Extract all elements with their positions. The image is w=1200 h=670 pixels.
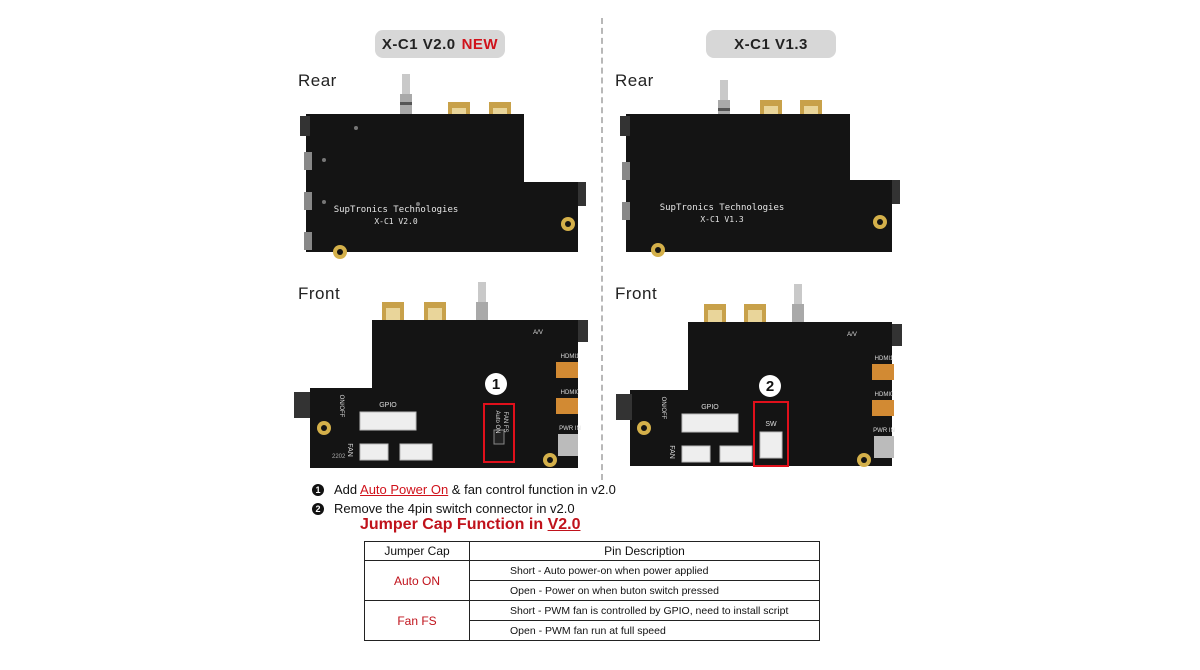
board-model-v2: X-C1 V2.0 bbox=[374, 217, 418, 226]
left-rear-label: Rear bbox=[298, 71, 337, 90]
desc-auto-open: Open - Power on when buton switch presse… bbox=[469, 580, 820, 601]
note-2-text: Remove the 4pin switch connector in v2.0 bbox=[334, 501, 575, 516]
table-row: Open - PWM fan run at full speed bbox=[365, 620, 820, 641]
version-pill-v13: X-C1 V1.3 bbox=[706, 30, 836, 58]
table-row: Open - Power on when buton switch presse… bbox=[365, 580, 820, 601]
highlight-box-switch bbox=[753, 401, 789, 467]
note-2: 2 Remove the 4pin switch connector in v2.… bbox=[312, 501, 575, 516]
board-v2-front: 1 GPIO FAN ON/OFF A/V HDMI1 HDMI0 PWR IN… bbox=[288, 280, 598, 475]
gpio-label: GPIO bbox=[379, 402, 397, 409]
board-v13-front: 2 GPIO FAN ON/OFF A/V HDMI1 HDMI0 PWR IN… bbox=[608, 280, 908, 475]
desc-auto-short: Short - Auto power-on when power applied bbox=[469, 560, 820, 581]
hdmi1-label: HDMI1 bbox=[561, 354, 580, 360]
table-row: Auto ON Short - Auto power-on when power… bbox=[364, 560, 820, 601]
highlight-box-jumper bbox=[483, 403, 515, 463]
av-label: A/V bbox=[533, 330, 543, 336]
hdmi0-label: HDMI0 bbox=[561, 390, 580, 396]
jumper-title-pre: Jumper Cap Function in bbox=[360, 516, 548, 533]
onoff-label: ON/OFF bbox=[338, 395, 344, 418]
board-brand-v2: SupTronics Technologies bbox=[334, 205, 459, 215]
jumper-auto-label: Auto ON bbox=[494, 410, 500, 433]
board-year: 2202 bbox=[332, 454, 346, 460]
desc-fan-short: Short - PWM fan is controlled by GPIO, n… bbox=[469, 600, 820, 621]
cap-auto-on: Auto ON bbox=[364, 560, 470, 601]
note-1-post: & fan control function in v2.0 bbox=[448, 482, 616, 497]
av-label-v13: A/V bbox=[847, 332, 857, 338]
header-pin-description: Pin Description bbox=[469, 541, 820, 561]
jumper-cap-table: Jumper Cap Pin Description Auto ON Short… bbox=[364, 541, 820, 641]
version-label-v2: X-C1 V2.0 bbox=[381, 35, 456, 53]
note-1-highlight: Auto Power On bbox=[360, 482, 449, 497]
note-1-pre: Add bbox=[334, 482, 361, 497]
fan-header bbox=[359, 443, 389, 461]
table-row: Fan FS Short - PWM fan is controlled by … bbox=[364, 600, 820, 641]
onoff-label-v13: ON/OFF bbox=[660, 397, 666, 420]
right-rear-label: Rear bbox=[615, 71, 654, 90]
version-divider bbox=[601, 18, 603, 480]
board-v13-rear: SupTronics Technologies X-C1 V1.3 bbox=[614, 72, 914, 272]
version-pill-v2: X-C1 V2.0 NEW bbox=[375, 30, 505, 58]
hdmi0-label-v13: HDMI0 bbox=[875, 392, 894, 398]
pwr-label: PWR IN bbox=[559, 426, 581, 432]
switch-connector bbox=[759, 431, 783, 459]
jumper-title-version: V2.0 bbox=[547, 516, 581, 533]
note-2-number: 2 bbox=[312, 503, 324, 515]
gpio-label-v13: GPIO bbox=[701, 404, 719, 411]
note-1: 1 Add Auto Power On & fan control functio… bbox=[312, 482, 616, 497]
new-badge: NEW bbox=[461, 35, 499, 53]
jumper-table-title: Jumper Cap Function in V2.0 bbox=[360, 516, 580, 534]
fan-label-v13: FAN bbox=[668, 445, 675, 459]
audio-plug-tip bbox=[402, 74, 410, 96]
note-1-number: 1 bbox=[312, 484, 324, 496]
board-v2-rear: SupTronics Technologies X-C1 V2.0 bbox=[296, 72, 596, 272]
pwr-label-v13: PWR IN bbox=[873, 428, 895, 434]
board-model-v13: X-C1 V1.3 bbox=[700, 215, 744, 224]
version-label-v13: X-C1 V1.3 bbox=[734, 35, 808, 53]
table-header-row: Jumper Cap Pin Description bbox=[364, 541, 820, 561]
fan-label: FAN bbox=[346, 443, 353, 457]
left-front-label: Front bbox=[298, 284, 341, 303]
callout-number-2: 2 bbox=[766, 378, 774, 395]
cap-fan-fs: Fan FS bbox=[364, 600, 470, 641]
desc-fan-open: Open - PWM fan run at full speed bbox=[469, 620, 820, 641]
header-jumper-cap: Jumper Cap bbox=[364, 541, 470, 561]
callout-number-1: 1 bbox=[492, 376, 500, 393]
jumper-fan-label: FAN FS bbox=[502, 411, 508, 432]
board-brand-v13: SupTronics Technologies bbox=[660, 203, 785, 213]
power-button-side bbox=[294, 392, 310, 418]
right-front-label: Front bbox=[615, 284, 658, 303]
gpio-header bbox=[359, 411, 417, 431]
sw-label: SW bbox=[765, 421, 777, 428]
hdmi1-label-v13: HDMI1 bbox=[875, 356, 894, 362]
